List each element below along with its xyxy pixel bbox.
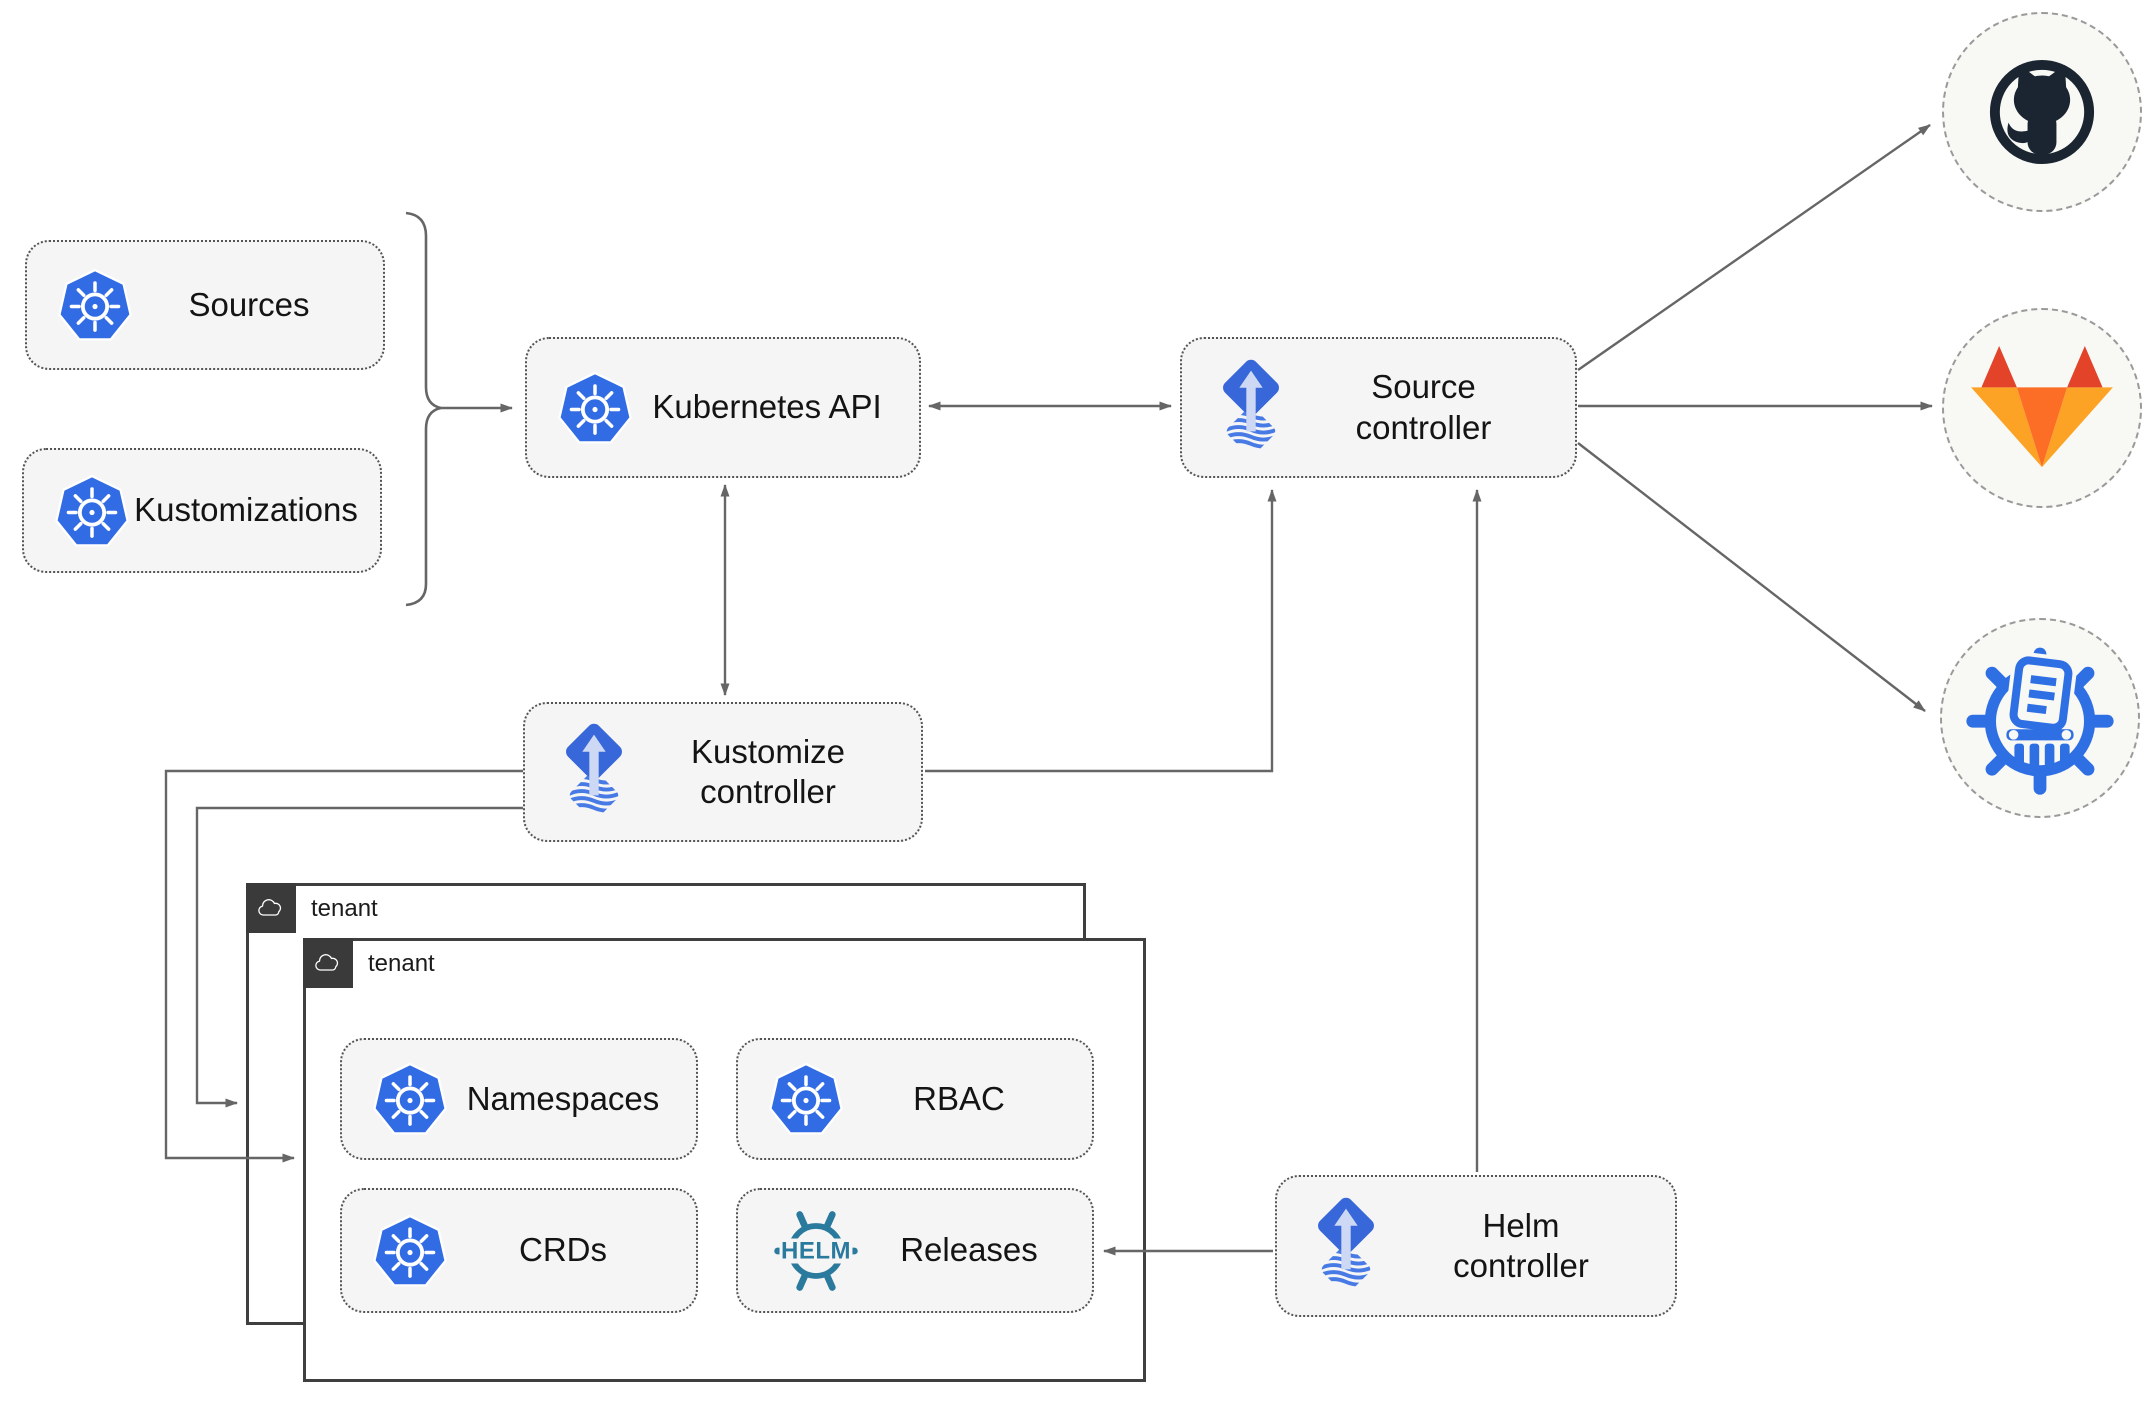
- artifact-repository-icon: [1960, 638, 2120, 798]
- node-rbac: RBAC: [736, 1038, 1094, 1160]
- node-label: CRDs: [519, 1231, 607, 1269]
- node-label: Namespaces: [466, 1079, 660, 1117]
- node-releases: Releases: [736, 1188, 1094, 1313]
- node-label: Source controller: [1355, 368, 1492, 446]
- brace-sources-kustomizations: [405, 211, 442, 607]
- tenant-label: tenant: [368, 950, 435, 977]
- endpoint-artifacts: [1940, 618, 2140, 818]
- flux-icon: [1212, 355, 1290, 461]
- node-label: Sources: [188, 285, 310, 323]
- gitlab-icon: [1968, 343, 2116, 473]
- tenant-tab: [303, 938, 353, 988]
- edge-kustomize-controller-to-source-controller: [925, 489, 1277, 773]
- node-kustomize-controller: Kustomize controller: [523, 702, 923, 842]
- kubernetes-icon: [768, 1061, 844, 1137]
- node-kubernetes-api: Kubernetes API: [525, 337, 921, 478]
- node-crds: CRDs: [340, 1188, 698, 1313]
- node-source-controller: Source controller: [1180, 337, 1577, 478]
- node-label: RBAC: [913, 1079, 1005, 1117]
- node-label: Kustomize controller: [690, 732, 846, 810]
- kubernetes-icon: [54, 473, 130, 549]
- tenant-label: tenant: [311, 895, 378, 922]
- flux-icon: [1307, 1193, 1385, 1299]
- kubernetes-icon: [557, 370, 633, 446]
- cloud-icon: [313, 952, 343, 974]
- node-label: Kustomizations: [134, 491, 358, 529]
- endpoint-gitlab: [1942, 308, 2142, 508]
- node-label: Releases: [900, 1231, 1038, 1269]
- kubernetes-icon: [57, 267, 133, 343]
- flux-icon: [555, 719, 633, 825]
- node-namespaces: Namespaces: [340, 1038, 698, 1160]
- cloud-icon: [256, 897, 286, 919]
- tenant-tab: [246, 883, 296, 933]
- tenant-group-front: tenant: [303, 938, 1146, 1382]
- endpoint-github: [1942, 12, 2142, 212]
- helm-icon: [768, 1203, 864, 1299]
- github-icon: [1966, 36, 2118, 188]
- node-helm-controller: Helm controller: [1275, 1175, 1677, 1317]
- node-label: Helm controller: [1453, 1206, 1589, 1284]
- edge-source-controller-to-github: [1577, 124, 1931, 371]
- edge-source-controller-to-artifacts: [1577, 442, 1926, 712]
- node-label: Kubernetes API: [652, 388, 882, 426]
- node-kustomizations: Kustomizations: [22, 448, 382, 573]
- kubernetes-icon: [372, 1061, 448, 1137]
- kubernetes-icon: [372, 1213, 448, 1289]
- node-sources: Sources: [25, 240, 385, 370]
